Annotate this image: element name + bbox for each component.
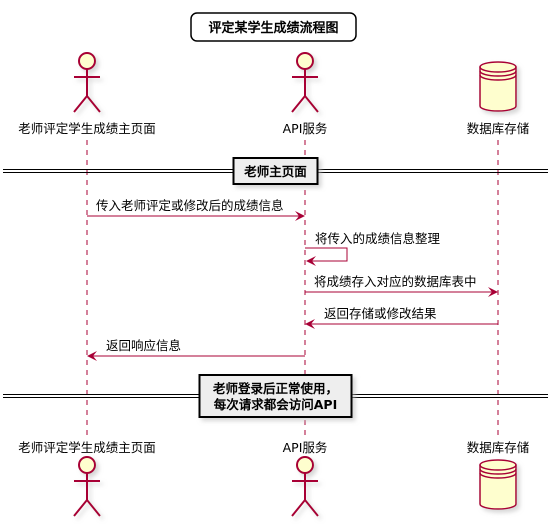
actor-icon <box>291 52 319 113</box>
participant-label: 老师评定学生成绩主页面 <box>18 121 156 136</box>
actor-icon <box>73 456 101 517</box>
message-label: 传入老师评定或修改后的成绩信息 <box>96 198 284 213</box>
participant-label: 老师评定学生成绩主页面 <box>18 440 156 455</box>
participant-api-bottom: API服务 <box>283 440 328 517</box>
message-label: 将成绩存入对应的数据库表中 <box>314 274 477 289</box>
divider: 老师登录后正常使用，每次请求都会访问API <box>3 374 548 418</box>
database-icon <box>479 61 517 112</box>
diagram-title-box: 评定某学生成绩流程图 <box>190 12 357 42</box>
message-1: 传入老师评定或修改后的成绩信息 <box>87 198 305 221</box>
message-2: 将传入的成绩信息整理 <box>305 231 441 266</box>
participant-api-top: API服务 <box>283 52 328 136</box>
message-3: 将成绩存入对应的数据库表中 <box>305 274 498 297</box>
divider-label: 老师登录后正常使用， <box>212 381 338 396</box>
diagram-title: 评定某学生成绩流程图 <box>208 20 338 36</box>
participant-teacher-bottom: 老师评定学生成绩主页面 <box>18 440 156 517</box>
message-label: 返回存储或修改结果 <box>324 306 437 321</box>
actor-icon <box>291 456 319 517</box>
participant-db-bottom: 数据库存储 <box>467 440 530 510</box>
message-label: 返回响应信息 <box>106 338 181 353</box>
message-label: 将传入的成绩信息整理 <box>315 231 441 246</box>
participant-db-top: 数据库存储 <box>467 61 530 136</box>
messages: 传入老师评定或修改后的成绩信息将传入的成绩信息整理将成绩存入对应的数据库表中返回… <box>87 198 498 361</box>
participant-label: API服务 <box>283 440 328 455</box>
database-icon <box>479 459 517 510</box>
divider: 老师主页面 <box>3 157 548 185</box>
message-5: 返回响应信息 <box>87 338 305 361</box>
divider-label: 每次请求都会访问API <box>214 397 338 412</box>
actor-icon <box>73 52 101 113</box>
self-message-arrow <box>305 247 348 266</box>
participant-label: 数据库存储 <box>467 440 530 455</box>
message-4: 返回存储或修改结果 <box>305 306 498 329</box>
participant-label: API服务 <box>283 121 328 136</box>
participant-teacher-top: 老师评定学生成绩主页面 <box>18 52 156 136</box>
participants: 老师评定学生成绩主页面老师评定学生成绩主页面API服务API服务数据库存储数据库… <box>18 52 530 517</box>
participant-label: 数据库存储 <box>467 121 530 136</box>
divider-label: 老师主页面 <box>243 164 307 179</box>
